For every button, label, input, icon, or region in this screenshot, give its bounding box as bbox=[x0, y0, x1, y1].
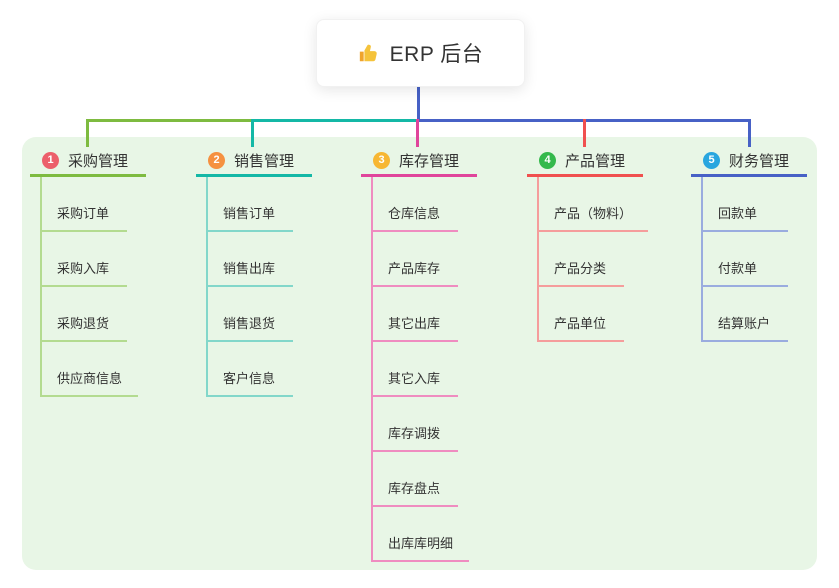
connector-drop-line bbox=[86, 119, 89, 147]
child-node[interactable]: 采购订单 bbox=[40, 205, 127, 232]
child-node[interactable]: 销售订单 bbox=[206, 205, 293, 232]
child-label: 仓库信息 bbox=[371, 206, 458, 232]
child-node[interactable]: 回款单 bbox=[701, 205, 788, 232]
child-node[interactable]: 结算账户 bbox=[701, 315, 788, 342]
branch-title[interactable]: 1 采购管理 bbox=[30, 147, 146, 177]
thumbs-up-icon bbox=[358, 42, 380, 64]
connector-drop-line bbox=[251, 119, 254, 147]
child-label: 销售出库 bbox=[206, 261, 293, 287]
child-label: 库存调拨 bbox=[371, 426, 458, 452]
branch-purchase-management: 1 采购管理 采购订单 采购入库 采购退货 供应商信息 bbox=[30, 147, 180, 397]
child-label: 结算账户 bbox=[701, 316, 788, 342]
child-node[interactable]: 付款单 bbox=[701, 260, 788, 287]
child-node[interactable]: 产品（物料） bbox=[537, 205, 649, 232]
branch-title[interactable]: 5 财务管理 bbox=[691, 147, 807, 177]
child-label: 供应商信息 bbox=[40, 371, 139, 397]
child-label: 采购入库 bbox=[40, 261, 127, 287]
root-node[interactable]: ERP 后台 bbox=[316, 19, 525, 87]
child-label: 出库库明细 bbox=[371, 536, 470, 562]
child-node[interactable]: 采购退货 bbox=[40, 315, 127, 342]
branch-label: 库存管理 bbox=[399, 153, 460, 170]
branch-product-management: 4 产品管理 产品（物料） 产品分类 产品单位 bbox=[527, 147, 677, 342]
child-node[interactable]: 销售出库 bbox=[206, 260, 293, 287]
connector-drop-line bbox=[748, 119, 751, 147]
branch-number-badge: 5 bbox=[703, 152, 720, 169]
child-node[interactable]: 产品库存 bbox=[371, 260, 458, 287]
child-label: 产品分类 bbox=[537, 261, 624, 287]
child-label: 产品单位 bbox=[537, 316, 624, 342]
connector-child-line bbox=[537, 177, 539, 341]
child-node[interactable]: 采购入库 bbox=[40, 260, 127, 287]
child-node[interactable]: 库存调拨 bbox=[371, 425, 458, 452]
connector-child-line bbox=[371, 177, 373, 561]
branch-number-badge: 3 bbox=[373, 152, 390, 169]
child-node[interactable]: 产品单位 bbox=[537, 315, 624, 342]
child-label: 其它入库 bbox=[371, 371, 458, 397]
child-node[interactable]: 出库库明细 bbox=[371, 535, 470, 562]
branch-label: 采购管理 bbox=[68, 153, 129, 170]
child-node[interactable]: 销售退货 bbox=[206, 315, 293, 342]
branch-inventory-management: 3 库存管理 仓库信息 产品库存 其它出库 其它入库 库存调拨 库存盘点 出库库… bbox=[361, 147, 511, 562]
child-label: 销售退货 bbox=[206, 316, 293, 342]
connector-bus-segment bbox=[87, 119, 253, 122]
connector-drop-line bbox=[416, 119, 419, 147]
branch-title[interactable]: 2 销售管理 bbox=[196, 147, 312, 177]
branch-number-badge: 4 bbox=[539, 152, 556, 169]
branch-title[interactable]: 4 产品管理 bbox=[527, 147, 643, 177]
connector-drop-line bbox=[583, 119, 586, 147]
child-node[interactable]: 仓库信息 bbox=[371, 205, 458, 232]
child-node[interactable]: 库存盘点 bbox=[371, 480, 458, 507]
branch-label: 销售管理 bbox=[234, 153, 295, 170]
branch-title[interactable]: 3 库存管理 bbox=[361, 147, 477, 177]
branch-number-badge: 2 bbox=[208, 152, 225, 169]
branch-label: 产品管理 bbox=[565, 153, 626, 170]
map-background-panel bbox=[22, 137, 817, 570]
root-title: ERP 后台 bbox=[389, 43, 484, 66]
child-label: 采购订单 bbox=[40, 206, 127, 232]
connector-child-line bbox=[701, 177, 703, 341]
child-node[interactable]: 供应商信息 bbox=[40, 370, 139, 397]
child-label: 库存盘点 bbox=[371, 481, 458, 507]
branch-finance-management: 5 财务管理 回款单 付款单 结算账户 bbox=[691, 147, 839, 342]
child-node[interactable]: 其它出库 bbox=[371, 315, 458, 342]
child-label: 销售订单 bbox=[206, 206, 293, 232]
child-node[interactable]: 产品分类 bbox=[537, 260, 624, 287]
child-label: 付款单 bbox=[701, 261, 788, 287]
child-label: 回款单 bbox=[701, 206, 788, 232]
connector-root-line bbox=[417, 85, 420, 122]
branch-number-badge: 1 bbox=[42, 152, 59, 169]
child-label: 采购退货 bbox=[40, 316, 127, 342]
child-node[interactable]: 客户信息 bbox=[206, 370, 293, 397]
branch-sales-management: 2 销售管理 销售订单 销售出库 销售退货 客户信息 bbox=[196, 147, 346, 397]
child-label: 客户信息 bbox=[206, 371, 293, 397]
child-label: 产品库存 bbox=[371, 261, 458, 287]
child-label: 其它出库 bbox=[371, 316, 458, 342]
child-label: 产品（物料） bbox=[537, 206, 649, 232]
branch-label: 财务管理 bbox=[729, 153, 790, 170]
connector-bus-segment bbox=[253, 119, 418, 122]
child-node[interactable]: 其它入库 bbox=[371, 370, 458, 397]
